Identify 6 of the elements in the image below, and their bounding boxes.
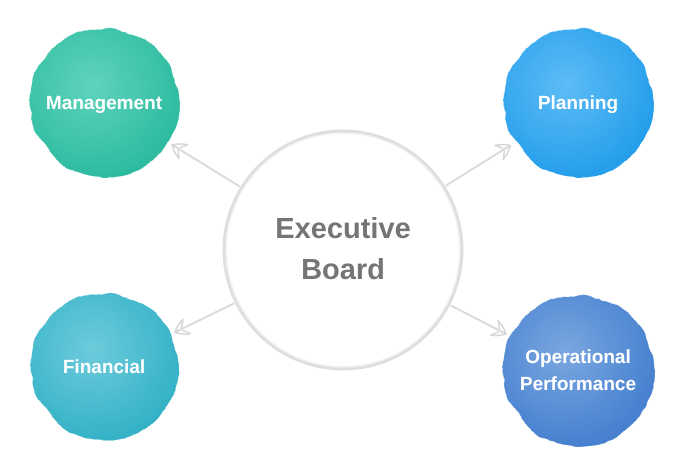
- topic-label: Financial: [62, 356, 146, 380]
- center-circle: [222, 129, 464, 371]
- center-label: Executive Board: [274, 212, 412, 288]
- topic-label: Management: [46, 92, 162, 116]
- topic-label: Planning: [538, 92, 618, 116]
- topic-label: Operational Performance: [518, 346, 638, 397]
